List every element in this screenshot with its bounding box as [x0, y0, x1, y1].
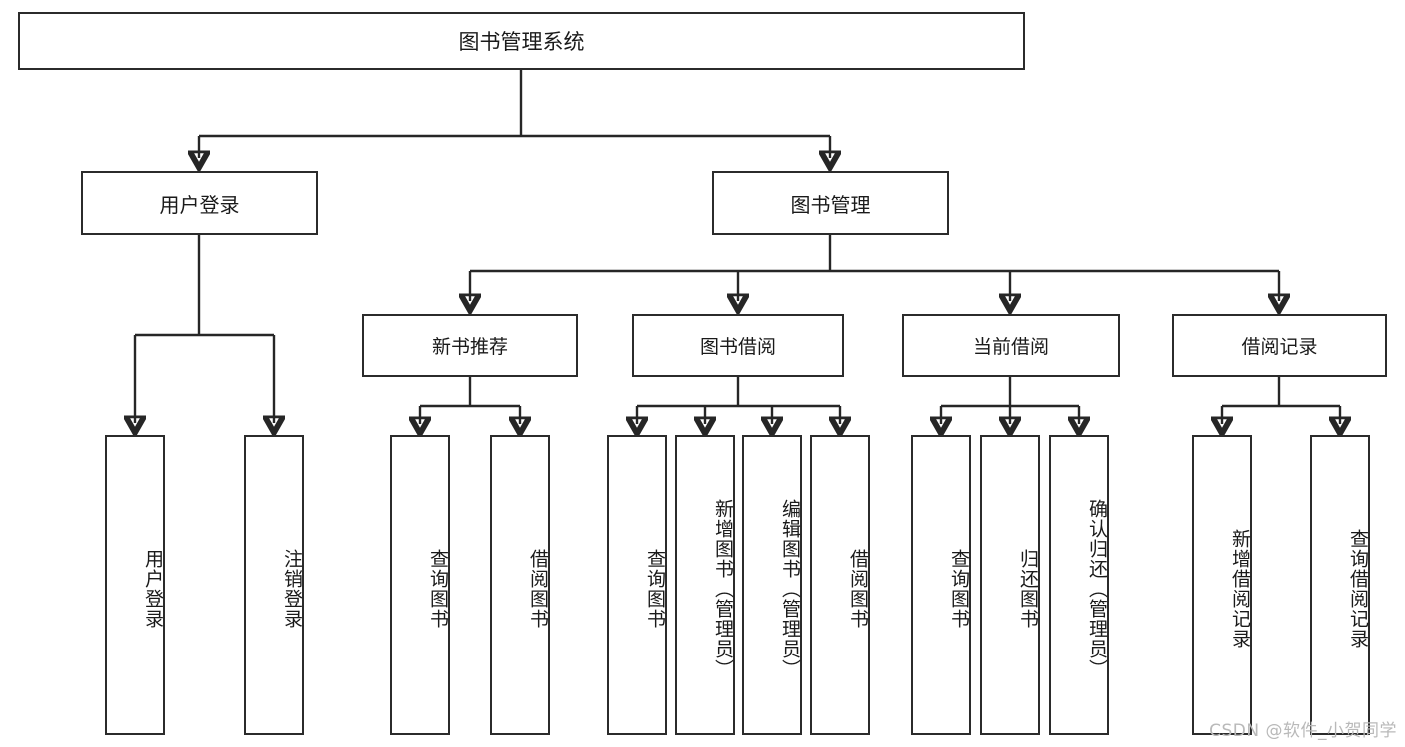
- node-label: 借阅图书: [847, 549, 869, 629]
- node-label: 查询借阅记录: [1347, 529, 1369, 649]
- node-leaf-edit-book-admin[interactable]: 编辑图书（管理员）: [742, 435, 802, 735]
- watermark: CSDN @软件_小贺同学: [1209, 721, 1397, 741]
- node-leaf-user-login[interactable]: 用户登录: [105, 435, 165, 735]
- node-leaf-borrow-book-newbooks[interactable]: 借阅图书: [490, 435, 550, 735]
- node-label: 查询图书: [948, 549, 970, 629]
- node-book-management[interactable]: 图书管理: [712, 171, 949, 235]
- node-label: 新增借阅记录: [1229, 529, 1251, 649]
- node-leaf-borrow-book[interactable]: 借阅图书: [810, 435, 870, 735]
- node-leaf-add-book-admin[interactable]: 新增图书（管理员）: [675, 435, 735, 735]
- node-leaf-query-book-borrow[interactable]: 查询图书: [607, 435, 667, 735]
- node-label: 图书管理: [790, 192, 871, 217]
- node-leaf-query-book-current[interactable]: 查询图书: [911, 435, 971, 735]
- node-borrow-records[interactable]: 借阅记录: [1172, 314, 1387, 377]
- node-label: 用户登录: [159, 192, 240, 217]
- node-label: 注销登录: [281, 549, 303, 629]
- node-label: 图书管理系统: [458, 30, 585, 54]
- node-leaf-add-borrow-record[interactable]: 新增借阅记录: [1192, 435, 1252, 735]
- node-current-borrow[interactable]: 当前借阅: [902, 314, 1120, 377]
- node-leaf-query-book-newbooks[interactable]: 查询图书: [390, 435, 450, 735]
- node-label: 借阅图书: [527, 549, 549, 629]
- node-leaf-confirm-return-admin[interactable]: 确认归还（管理员）: [1049, 435, 1109, 735]
- node-root-book-management-system[interactable]: 图书管理系统: [18, 12, 1025, 70]
- node-label: 新增图书（管理员）: [712, 499, 734, 679]
- node-label: 确认归还（管理员）: [1086, 499, 1108, 679]
- node-leaf-query-borrow-record[interactable]: 查询借阅记录: [1310, 435, 1370, 735]
- node-label: 查询图书: [644, 549, 666, 629]
- node-leaf-return-book[interactable]: 归还图书: [980, 435, 1040, 735]
- node-label: 当前借阅: [972, 336, 1049, 358]
- node-user-login[interactable]: 用户登录: [81, 171, 318, 235]
- node-book-borrow[interactable]: 图书借阅: [632, 314, 844, 377]
- node-label: 归还图书: [1017, 549, 1039, 629]
- node-label: 图书借阅: [699, 336, 776, 358]
- node-label: 借阅记录: [1241, 336, 1318, 358]
- node-leaf-logout[interactable]: 注销登录: [244, 435, 304, 735]
- node-label: 查询图书: [427, 549, 449, 629]
- node-new-book-recommend[interactable]: 新书推荐: [362, 314, 578, 377]
- node-label: 新书推荐: [431, 336, 508, 358]
- node-label: 用户登录: [142, 549, 164, 629]
- node-label: 编辑图书（管理员）: [779, 499, 801, 679]
